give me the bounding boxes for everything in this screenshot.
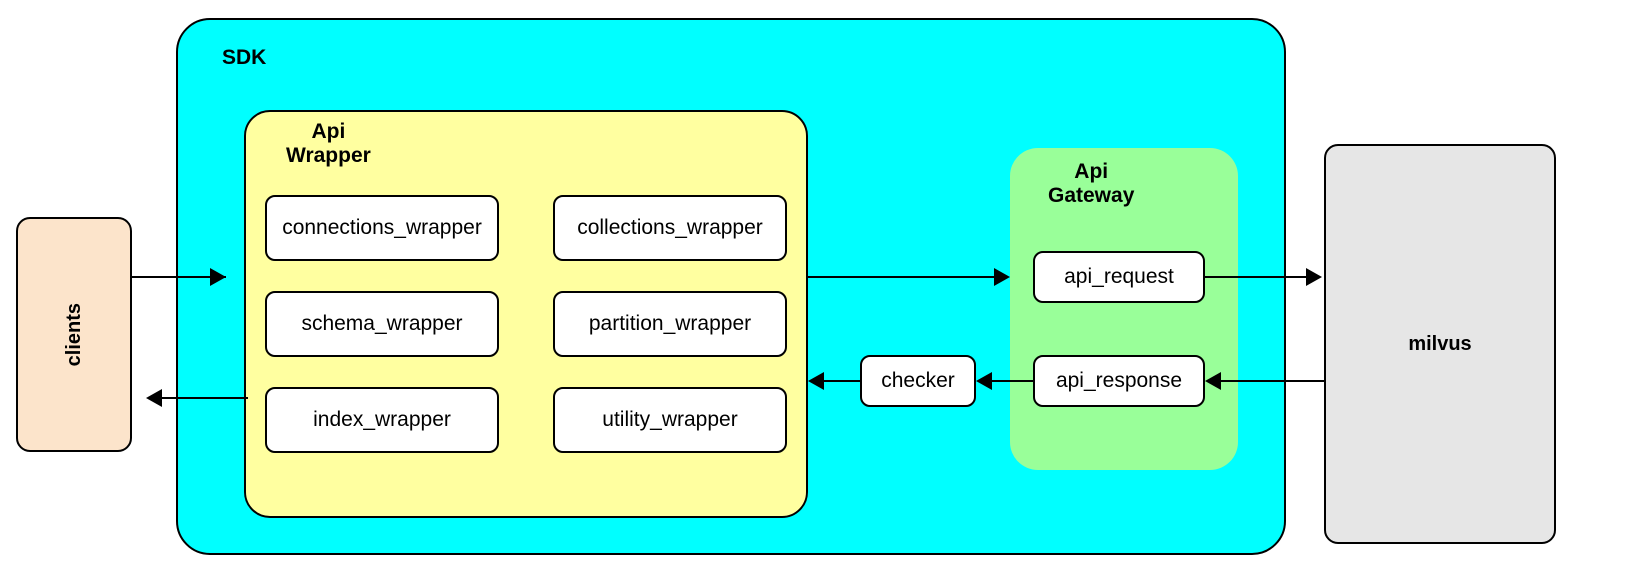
- edge-checker-to-wrapper-line: [822, 380, 860, 382]
- node-collections-wrapper-label: collections_wrapper: [577, 216, 763, 239]
- node-milvus-label: milvus: [1408, 332, 1472, 355]
- node-api-request[interactable]: api_request: [1033, 251, 1205, 303]
- node-utility-wrapper[interactable]: utility_wrapper: [553, 387, 787, 453]
- node-connections-wrapper[interactable]: connections_wrapper: [265, 195, 499, 261]
- node-checker-label: checker: [881, 369, 955, 392]
- edge-wrapper-to-clients-arrow: [146, 389, 162, 407]
- edge-request-to-milvus-line: [1205, 276, 1308, 278]
- node-index-wrapper-label: index_wrapper: [313, 408, 451, 431]
- node-utility-wrapper-label: utility_wrapper: [602, 408, 738, 431]
- edge-milvus-to-response-line: [1219, 380, 1324, 382]
- container-sdk-label: SDK: [222, 46, 267, 69]
- edge-checker-to-wrapper-arrow: [808, 372, 824, 390]
- edge-response-to-checker-line: [990, 380, 1033, 382]
- node-checker[interactable]: checker: [860, 355, 976, 407]
- edge-wrapper-to-gateway-line: [806, 276, 996, 278]
- node-partition-wrapper-label: partition_wrapper: [588, 312, 752, 335]
- edge-response-to-checker-arrow: [976, 372, 992, 390]
- node-clients[interactable]: clients: [16, 217, 132, 452]
- node-collections-wrapper[interactable]: collections_wrapper: [553, 195, 787, 261]
- edge-clients-to-wrapper-line: [132, 276, 226, 278]
- edge-wrapper-to-clients-line: [160, 397, 248, 399]
- edge-milvus-to-response-arrow: [1205, 372, 1221, 390]
- node-api-response[interactable]: api_response: [1033, 355, 1205, 407]
- node-milvus[interactable]: milvus: [1324, 144, 1556, 544]
- edge-clients-to-wrapper-arrow: [210, 268, 226, 286]
- node-partition-wrapper[interactable]: partition_wrapper: [553, 291, 787, 357]
- node-connections-wrapper-label: connections_wrapper: [282, 216, 482, 239]
- container-api-wrapper-label: Api Wrapper: [286, 120, 371, 168]
- node-index-wrapper[interactable]: index_wrapper: [265, 387, 499, 453]
- container-api-gateway-label: Api Gateway: [1048, 160, 1135, 208]
- node-api-request-label: api_request: [1064, 265, 1174, 288]
- node-schema-wrapper-label: schema_wrapper: [301, 312, 463, 335]
- edge-request-to-milvus-arrow: [1306, 268, 1322, 286]
- node-clients-label: clients: [62, 302, 85, 367]
- node-api-response-label: api_response: [1055, 369, 1183, 392]
- edge-wrapper-to-gateway-arrow: [994, 268, 1010, 286]
- node-schema-wrapper[interactable]: schema_wrapper: [265, 291, 499, 357]
- container-api-gateway[interactable]: Api Gateway: [1010, 148, 1238, 470]
